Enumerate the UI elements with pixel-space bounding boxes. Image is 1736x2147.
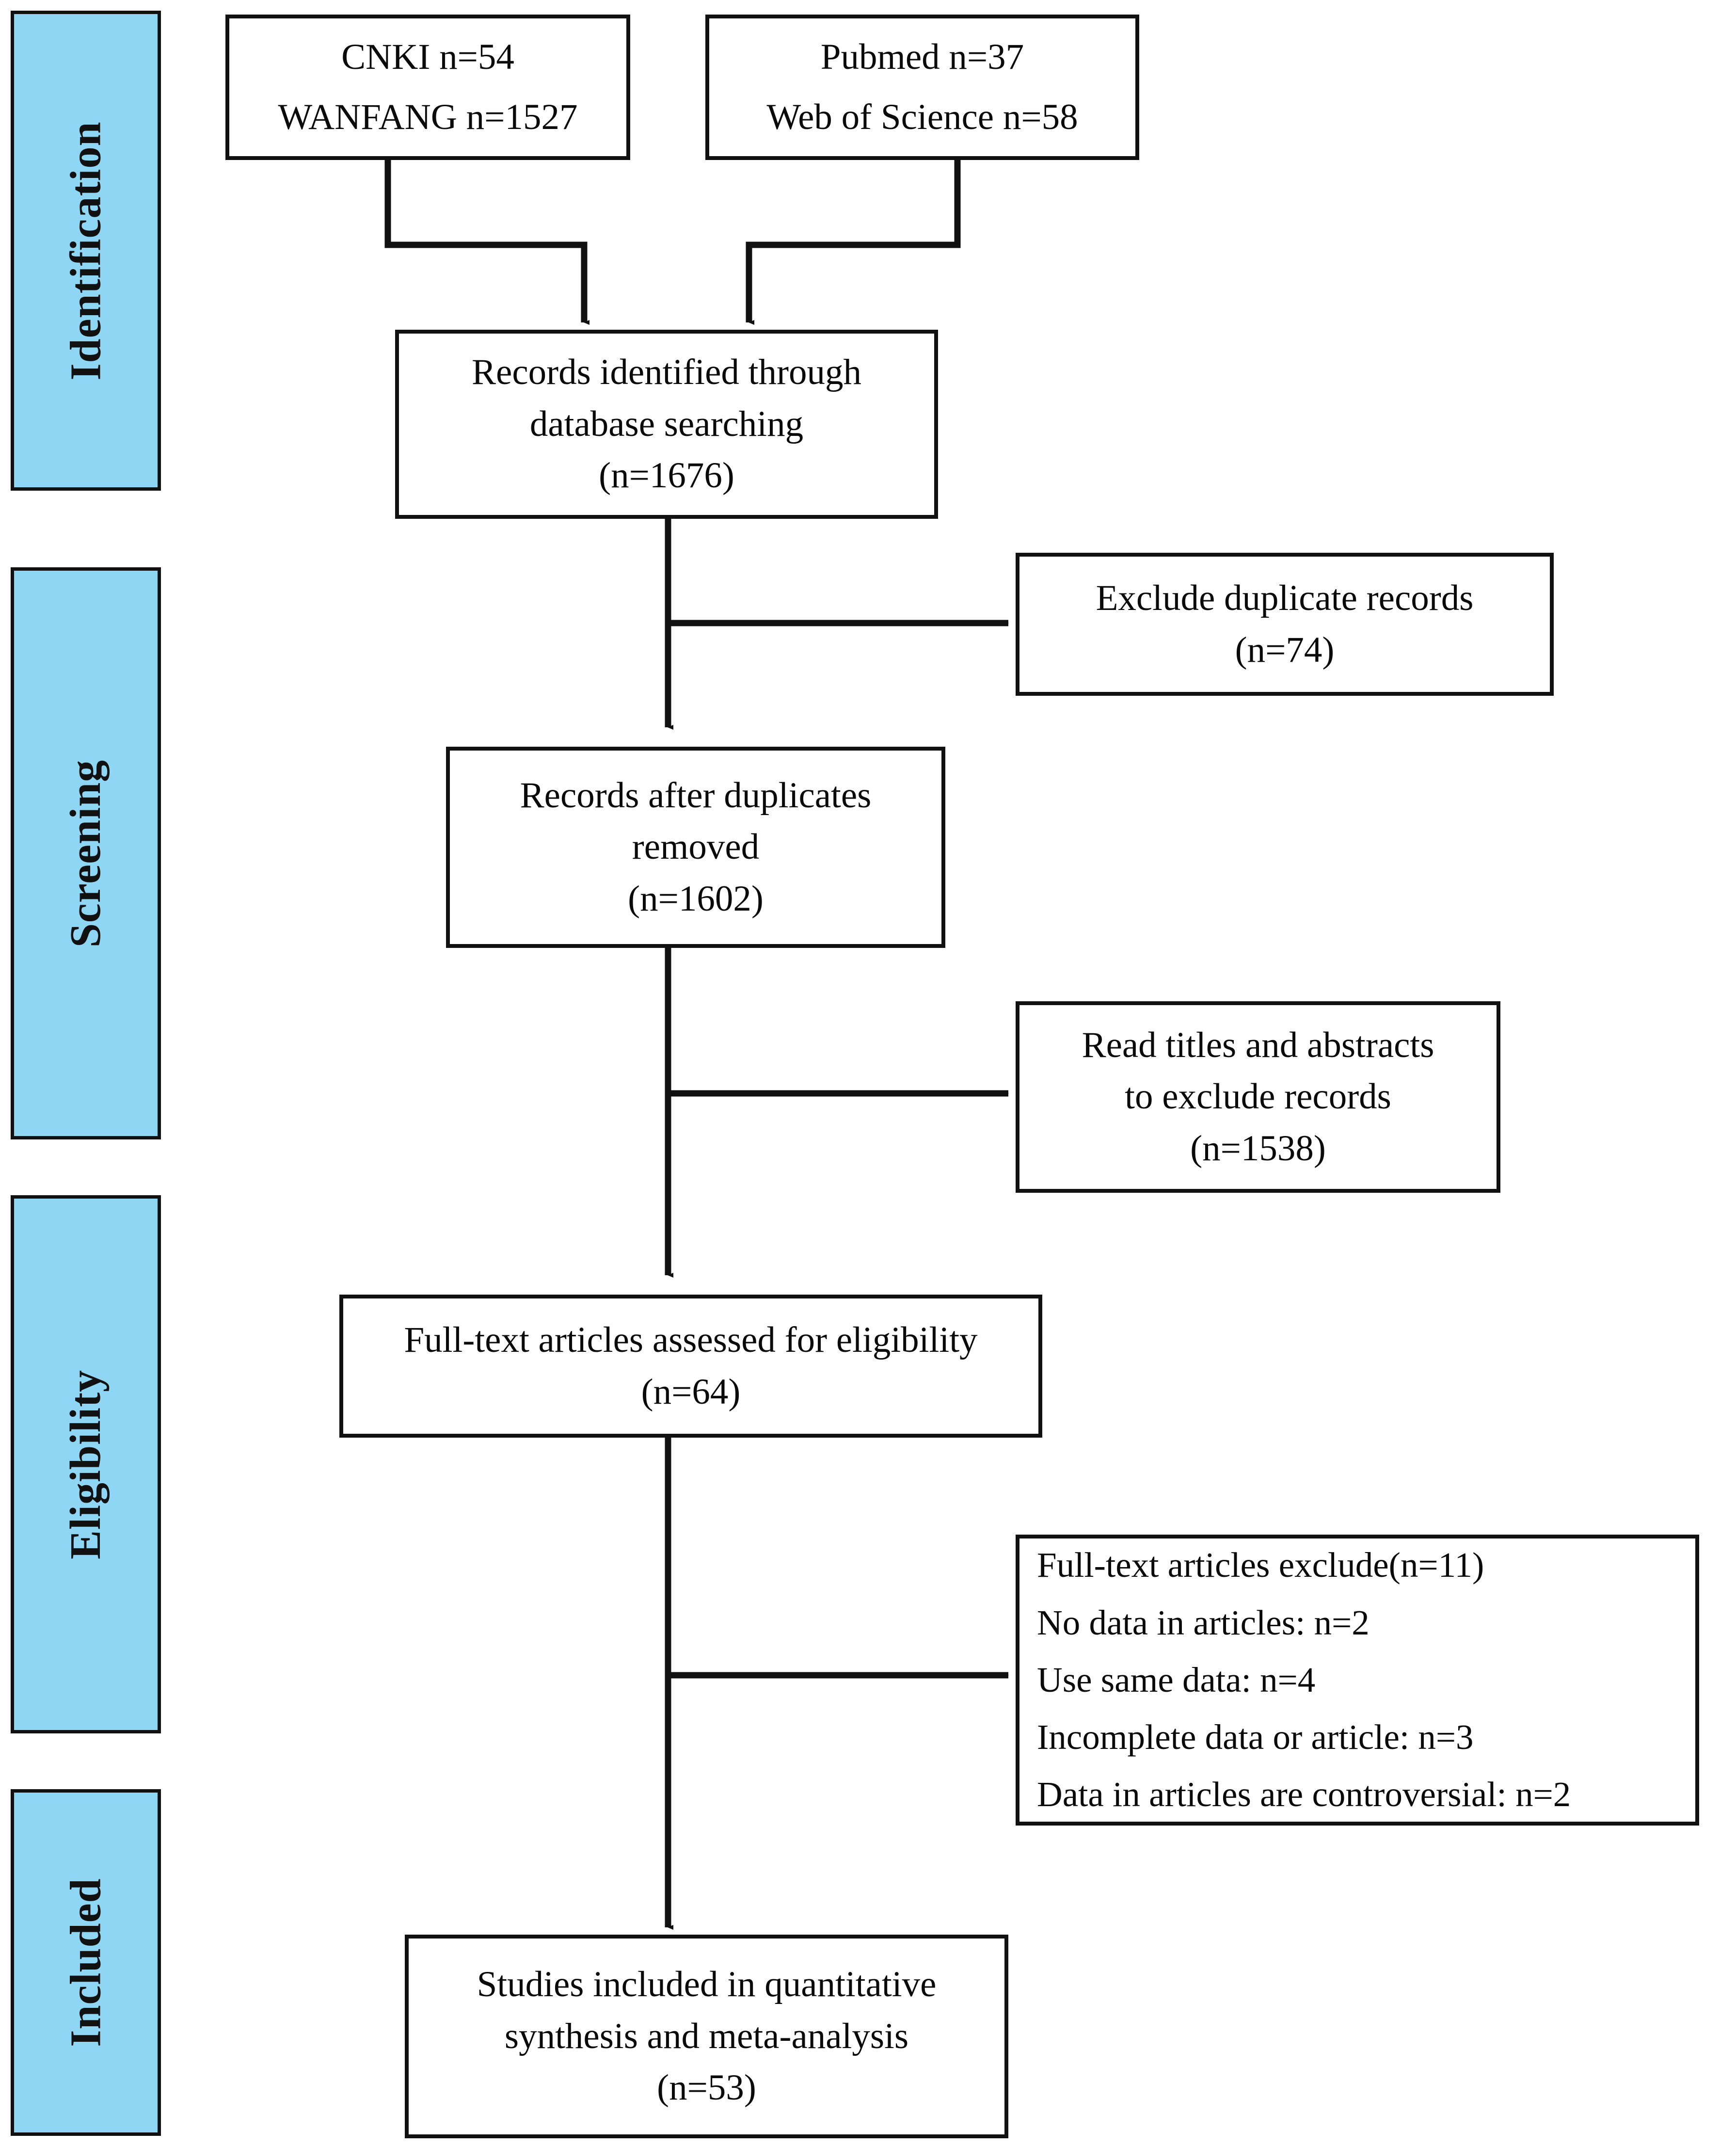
node-records-identified: Records identified through database sear…: [395, 330, 938, 519]
node-line: Data in articles are controversial: n=2: [1037, 1775, 1571, 1814]
node-fulltext-excluded-reasons: Full-text articles exclude(n=11) No data…: [1016, 1535, 1699, 1826]
node-line: synthesis and meta-analysis: [504, 2016, 909, 2056]
node-line: Pubmed n=37: [820, 37, 1024, 78]
node-line: (n=1676): [599, 455, 734, 496]
node-line: CNKI n=54: [341, 37, 514, 78]
stage-label-screening: Screening: [62, 759, 110, 947]
node-line: (n=64): [641, 1371, 741, 1412]
node-line: database searching: [529, 403, 804, 444]
node-line: Records identified through: [472, 352, 861, 393]
stage-bar-screening: Screening: [11, 567, 161, 1139]
node-exclude-by-title-abstract: Read titles and abstracts to exclude rec…: [1016, 1001, 1500, 1193]
node-line: Web of Science n=58: [766, 97, 1078, 137]
node-line: to exclude records: [1125, 1076, 1391, 1117]
node-exclude-duplicate-records: Exclude duplicate records (n=74): [1016, 553, 1554, 696]
node-fulltext-assessed: Full-text articles assessed for eligibil…: [339, 1295, 1042, 1438]
node-line: Full-text articles assessed for eligibil…: [404, 1320, 978, 1360]
node-line: (n=53): [657, 2067, 756, 2108]
node-line: removed: [632, 827, 760, 867]
node-line: (n=1538): [1190, 1128, 1326, 1169]
connector-english-sources: [746, 160, 961, 325]
stage-label-eligibility: Eligibility: [62, 1369, 110, 1559]
node-line: Use same data: n=4: [1037, 1660, 1316, 1699]
node-line: WANFANG n=1527: [278, 97, 578, 137]
node-chinese-databases: CNKI n=54 WANFANG n=1527: [225, 15, 630, 160]
node-line: (n=1602): [628, 878, 764, 919]
node-line: (n=74): [1235, 629, 1335, 670]
stage-bar-included: Included: [11, 1789, 161, 2136]
node-line: Records after duplicates: [520, 775, 872, 816]
node-line: Exclude duplicate records: [1096, 578, 1474, 618]
node-line: Full-text articles exclude(n=11): [1037, 1545, 1484, 1585]
node-english-databases: Pubmed n=37 Web of Science n=58: [705, 15, 1139, 160]
node-line: No data in articles: n=2: [1037, 1602, 1370, 1642]
stage-bar-identification: Identification: [11, 11, 161, 491]
stage-bar-eligibility: Eligibility: [11, 1195, 161, 1733]
node-records-after-duplicates: Records after duplicates removed (n=1602…: [446, 747, 945, 948]
connector-chinese-sources: [384, 160, 589, 325]
stage-label-included: Included: [62, 1878, 110, 2047]
node-line: Incomplete data or article: n=3: [1037, 1717, 1474, 1757]
node-line: Studies included in quantitative: [477, 1964, 937, 2005]
node-line: Read titles and abstracts: [1082, 1025, 1434, 1065]
node-studies-included: Studies included in quantitative synthes…: [405, 1935, 1008, 2138]
stage-label-identification: Identification: [62, 121, 110, 381]
